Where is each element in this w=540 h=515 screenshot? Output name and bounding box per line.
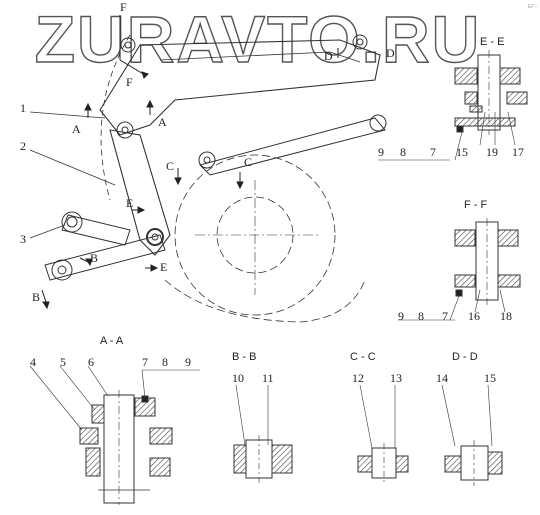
corner-mark: ЕГ◦◦: [528, 4, 538, 10]
ee-part-19: 19: [486, 145, 498, 159]
ff-part-18: 18: [500, 309, 512, 323]
mechanism-main-view: [29, 34, 387, 323]
section-ff-view: [398, 218, 521, 321]
cc-part-13: 13: [390, 371, 402, 385]
ee-part-8: 8: [400, 145, 406, 159]
pin-e-inner: [151, 233, 159, 241]
part-label-2: 2: [20, 139, 26, 153]
section-dd-view: [441, 384, 503, 486]
lever-b: [44, 234, 166, 281]
cut-letter-f-mid: F: [126, 75, 133, 89]
section-title-cc: C - C: [350, 351, 376, 363]
pin-e: [146, 228, 164, 246]
drum-outline: [174, 154, 336, 316]
pin-3-inner: [66, 216, 78, 228]
cut-letter-c-left: C: [166, 159, 174, 173]
cut-letter-d-left: D: [324, 49, 333, 63]
dd-part-15: 15: [484, 371, 496, 385]
pin-a: [116, 121, 134, 139]
cut-letter-e-left: E: [126, 196, 133, 210]
watermark-text: ZURAVTO.RU: [35, 2, 482, 76]
arm-upper: [99, 39, 381, 136]
cut-letter-e-right: E: [160, 260, 167, 274]
section-title-dd: D - D: [452, 351, 478, 363]
part-label-1: 1: [20, 101, 26, 115]
pin-b-inner: [57, 265, 67, 275]
leader-3: [29, 224, 66, 239]
ff-part-8: 8: [418, 309, 424, 323]
bb-part-11: 11: [262, 371, 274, 385]
ff-part-9: 9: [398, 309, 404, 323]
lower-arc: [164, 279, 366, 323]
arm-upper-inner: [159, 51, 361, 63]
aa-part-7: 7: [142, 355, 148, 369]
ee-part-17: 17: [512, 145, 524, 159]
section-bb-view: [233, 384, 293, 485]
aa-part-6: 6: [88, 355, 94, 369]
cut-letter-a-left: A: [72, 122, 81, 136]
section-ee-view: [378, 50, 528, 161]
bb-part-10: 10: [232, 371, 244, 385]
section-title-ff: F - F: [464, 199, 487, 211]
ff-part-16: 16: [468, 309, 480, 323]
cut-arrows: [41, 15, 339, 310]
cut-letter-b-left: B: [32, 290, 40, 304]
pin-top-left: [120, 37, 136, 53]
lever-3: [61, 214, 131, 246]
section-aa-view: [29, 365, 200, 505]
pin-c-inner: [203, 156, 211, 164]
link-diagonal: [199, 117, 386, 176]
pin-3: [61, 211, 83, 233]
pin-top-right: [352, 34, 368, 50]
leader-2: [29, 149, 116, 186]
pin-a-inner: [121, 126, 129, 134]
cut-letter-d-right: D: [386, 46, 395, 60]
aa-part-5: 5: [60, 355, 66, 369]
section-title-ee: E - E: [480, 36, 504, 48]
pin-top-right-inner: [356, 38, 364, 46]
arm-lower: [109, 129, 171, 256]
cut-letter-c-right: C: [244, 155, 252, 169]
aa-part-4: 4: [30, 355, 36, 369]
section-title-bb: B - B: [232, 351, 256, 363]
section-title-aa: A - A: [100, 335, 124, 347]
section-cc-view: [357, 384, 409, 484]
pin-right-end: [369, 114, 387, 132]
aa-part-8: 8: [162, 355, 168, 369]
pin-c: [198, 151, 216, 169]
dd-part-14: 14: [436, 371, 448, 385]
part-label-3: 3: [20, 232, 26, 246]
ee-part-9: 9: [378, 145, 384, 159]
cut-letter-f-top: F: [120, 0, 127, 14]
leader-1: [29, 111, 106, 119]
pin-b: [51, 259, 73, 281]
ee-part-15: 15: [456, 145, 468, 159]
cc-part-12: 12: [352, 371, 364, 385]
ee-part-7: 7: [430, 145, 436, 159]
ff-part-7: 7: [442, 309, 448, 323]
cut-letter-a-right: A: [158, 115, 167, 129]
aa-part-9: 9: [185, 355, 191, 369]
pin-top-left-inner: [124, 41, 132, 49]
cut-letter-b-right: B: [90, 251, 98, 265]
